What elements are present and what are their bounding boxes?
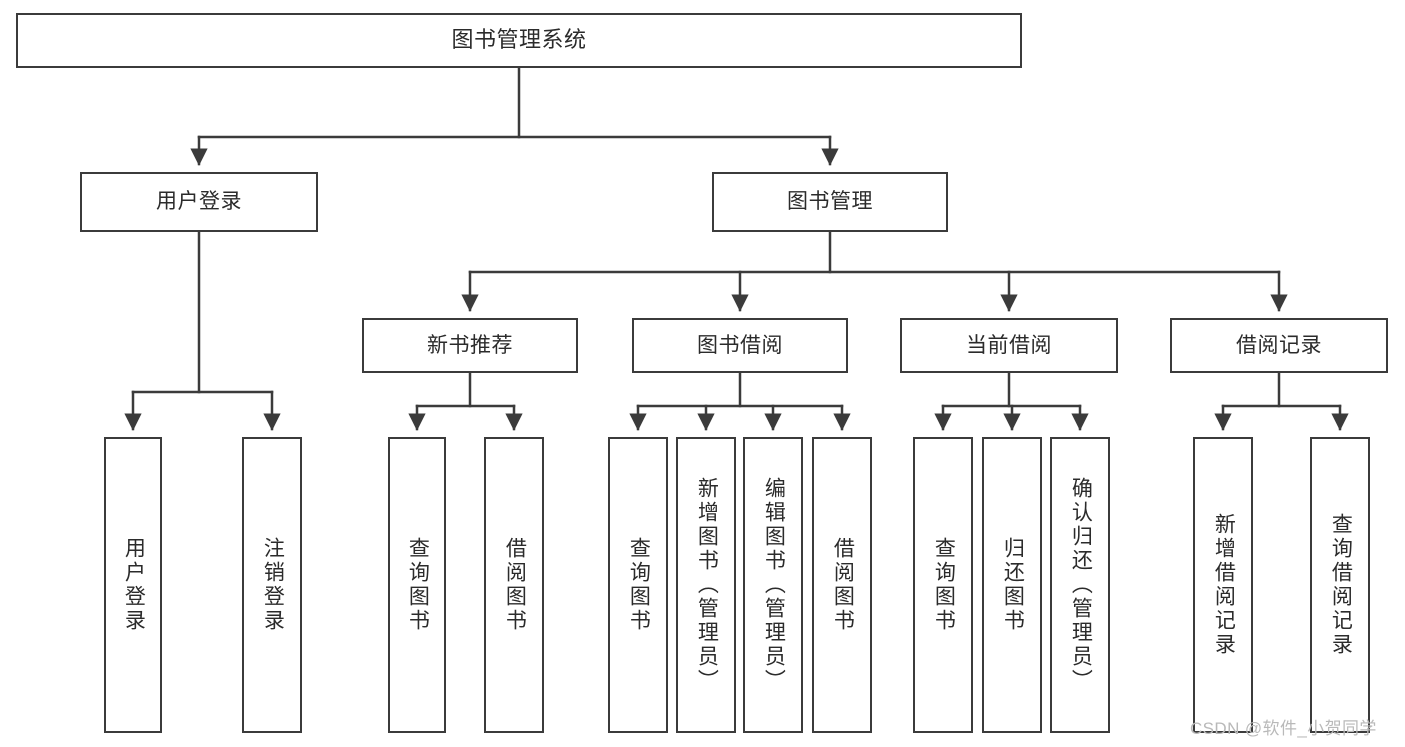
leaf-node[interactable]: 借阅图书 bbox=[812, 437, 872, 733]
csdn-watermark: CSDN @软件_小贺同学 bbox=[1190, 719, 1377, 738]
node-root-system[interactable]: 图书管理系统 bbox=[16, 13, 1022, 68]
leaf-node[interactable]: 注销登录 bbox=[242, 437, 302, 733]
leaf-node[interactable]: 编辑图书（管理员） bbox=[743, 437, 803, 733]
leaf-node[interactable]: 查询图书 bbox=[388, 437, 446, 733]
node-new-book-recommend[interactable]: 新书推荐 bbox=[362, 318, 578, 373]
node-borrow-records[interactable]: 借阅记录 bbox=[1170, 318, 1388, 373]
node-book-management[interactable]: 图书管理 bbox=[712, 172, 948, 232]
leaf-node[interactable]: 归还图书 bbox=[982, 437, 1042, 733]
leaf-node[interactable]: 查询图书 bbox=[913, 437, 973, 733]
leaf-node[interactable]: 借阅图书 bbox=[484, 437, 544, 733]
node-user-login[interactable]: 用户登录 bbox=[80, 172, 318, 232]
leaf-node[interactable]: 新增借阅记录 bbox=[1193, 437, 1253, 733]
leaf-node[interactable]: 用户登录 bbox=[104, 437, 162, 733]
node-current-borrow[interactable]: 当前借阅 bbox=[900, 318, 1118, 373]
node-book-borrow[interactable]: 图书借阅 bbox=[632, 318, 848, 373]
leaf-node[interactable]: 新增图书（管理员） bbox=[676, 437, 736, 733]
leaf-node[interactable]: 确认归还（管理员） bbox=[1050, 437, 1110, 733]
leaf-node[interactable]: 查询图书 bbox=[608, 437, 668, 733]
leaf-node[interactable]: 查询借阅记录 bbox=[1310, 437, 1370, 733]
